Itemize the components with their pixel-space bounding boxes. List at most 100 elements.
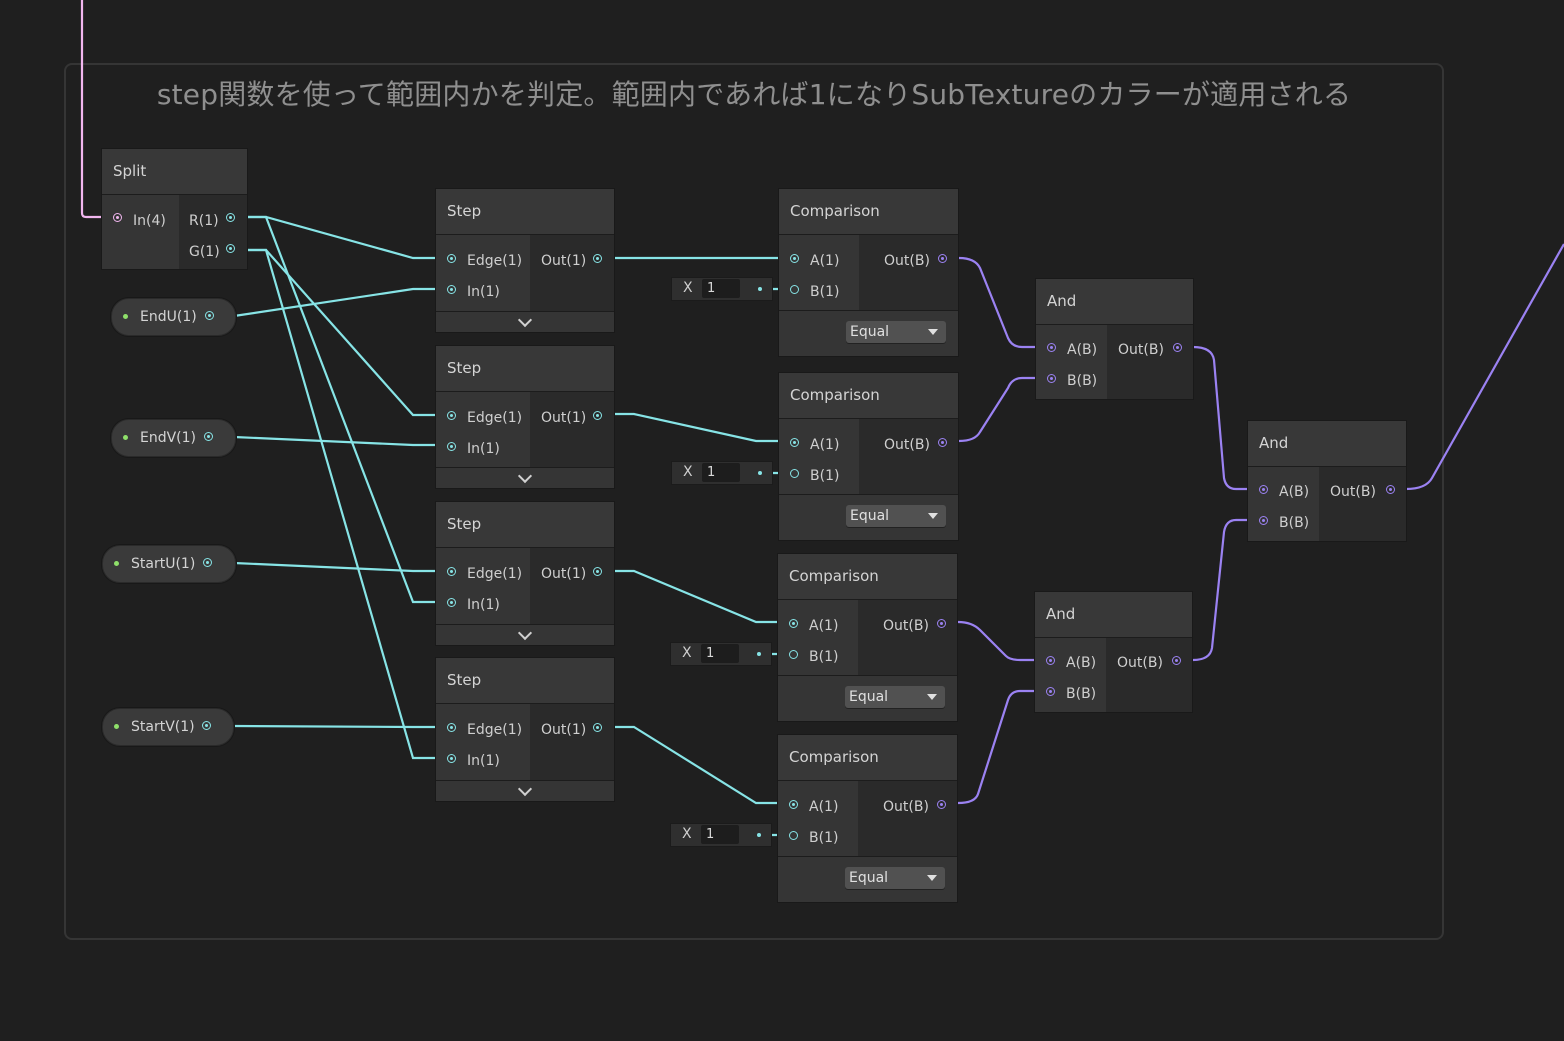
and-node[interactable]: And A(B) B(B) Out(B) [1248, 421, 1406, 541]
mode-dropdown[interactable]: Equal [846, 505, 946, 527]
step-node[interactable]: Step Edge(1) In(1) Out(1) [436, 658, 614, 801]
out-port-icon[interactable] [938, 254, 947, 263]
step-node[interactable]: Step Edge(1) In(1) Out(1) [436, 502, 614, 645]
group-title[interactable]: step関数を使って範囲内かを判定。範囲内であれば1になりSubTextureの… [156, 78, 1352, 111]
a-port-icon[interactable] [1259, 485, 1268, 494]
expand-toggle[interactable] [436, 311, 614, 332]
a-port-icon[interactable] [789, 800, 798, 809]
edge-port-icon[interactable] [447, 411, 456, 420]
comparison-outputs: Out(B) [858, 600, 957, 676]
property-startu-label: StartU(1) [131, 556, 196, 572]
in4-port-icon[interactable] [113, 213, 122, 222]
startu-port-icon[interactable] [203, 558, 212, 567]
link-dot-icon [757, 833, 761, 837]
property-endv[interactable]: EndV(1) [111, 419, 236, 457]
in-port-icon[interactable] [447, 598, 456, 607]
dropdown-arrow-icon[interactable] [928, 513, 938, 519]
out-port-icon[interactable] [1172, 656, 1181, 665]
b-port-icon[interactable] [1259, 516, 1268, 525]
value-input[interactable]: 1 [701, 825, 739, 844]
out-port-icon[interactable] [593, 254, 602, 263]
out-label: Out(B) [1117, 655, 1163, 671]
node-group[interactable]: step関数を使って範囲内かを判定。範囲内であれば1になりSubTextureの… [64, 63, 1444, 940]
dropdown-arrow-icon[interactable] [927, 694, 937, 700]
comparison-node[interactable]: Comparison A(1) B(1) Out(B) Equal [779, 373, 958, 540]
property-startu[interactable]: StartU(1) [102, 545, 236, 583]
out-label: Out(1) [541, 253, 587, 269]
property-startv[interactable]: StartV(1) [102, 708, 234, 746]
r-port-icon[interactable] [226, 213, 235, 222]
out-port-icon[interactable] [937, 619, 946, 628]
a-port-icon[interactable] [1047, 343, 1056, 352]
b-port-icon[interactable] [1047, 374, 1056, 383]
mode-dropdown[interactable]: Equal [845, 867, 945, 889]
endu-port-icon[interactable] [205, 311, 214, 320]
value-input[interactable]: 1 [702, 279, 740, 298]
expand-toggle[interactable] [436, 624, 614, 645]
in-port-icon[interactable] [447, 754, 456, 763]
b-port-icon[interactable] [790, 469, 799, 478]
and-title: And [1035, 592, 1192, 638]
chevron-down-icon[interactable] [517, 312, 533, 328]
property-dot-icon [123, 314, 128, 319]
edge-label: Edge(1) [467, 722, 523, 738]
comparison-node[interactable]: Comparison A(1) B(1) Out(B) Equal [778, 554, 957, 721]
dropdown-row: Equal [779, 310, 958, 356]
out-port-icon[interactable] [593, 411, 602, 420]
and-outputs: Out(B) [1107, 325, 1193, 399]
comparison-node[interactable]: Comparison A(1) B(1) Out(B) Equal [778, 735, 957, 902]
step-outputs: Out(1) [530, 704, 614, 781]
chevron-down-icon[interactable] [517, 781, 533, 797]
value-input[interactable]: 1 [701, 644, 739, 663]
a-port-icon[interactable] [790, 438, 799, 447]
expand-toggle[interactable] [436, 780, 614, 801]
out-port-icon[interactable] [593, 567, 602, 576]
b-port-icon[interactable] [1046, 687, 1055, 696]
comparison-node[interactable]: Comparison A(1) B(1) Out(B) Equal [779, 189, 958, 356]
b-port-icon[interactable] [790, 285, 799, 294]
split-node[interactable]: Split In(4) R(1) G(1) [102, 149, 247, 269]
split-g-label: G(1) [189, 244, 220, 260]
dropdown-arrow-icon[interactable] [927, 875, 937, 881]
and-node[interactable]: And A(B) B(B) Out(B) [1035, 592, 1192, 712]
property-endu-label: EndU(1) [140, 309, 197, 325]
step-title: Step [436, 346, 614, 392]
expand-toggle[interactable] [436, 467, 614, 488]
out-port-icon[interactable] [1386, 485, 1395, 494]
a-port-icon[interactable] [1046, 656, 1055, 665]
step-node[interactable]: Step Edge(1) In(1) Out(1) [436, 346, 614, 488]
out-port-icon[interactable] [593, 723, 602, 732]
edge-port-icon[interactable] [447, 254, 456, 263]
out-port-icon[interactable] [937, 800, 946, 809]
step-node[interactable]: Step Edge(1) In(1) Out(1) [436, 189, 614, 332]
startv-port-icon[interactable] [202, 721, 211, 730]
b-label: B(1) [810, 468, 840, 484]
g-port-icon[interactable] [226, 244, 235, 253]
in-port-icon[interactable] [447, 285, 456, 294]
b-label: B(B) [1279, 515, 1310, 531]
value-input[interactable]: 1 [702, 463, 740, 482]
edge-port-icon[interactable] [447, 723, 456, 732]
mode-dropdown[interactable]: Equal [846, 321, 946, 343]
chevron-down-icon[interactable] [517, 468, 533, 484]
edge-port-icon[interactable] [447, 567, 456, 576]
and-node[interactable]: And A(B) B(B) Out(B) [1036, 279, 1193, 399]
b-port-icon[interactable] [789, 831, 798, 840]
a-port-icon[interactable] [789, 619, 798, 628]
inline-value-field[interactable]: X 1 [672, 278, 772, 300]
b-label: B(B) [1067, 373, 1098, 389]
dropdown-arrow-icon[interactable] [928, 329, 938, 335]
inline-value-field[interactable]: X 1 [672, 462, 772, 484]
mode-dropdown[interactable]: Equal [845, 686, 945, 708]
endv-port-icon[interactable] [204, 432, 213, 441]
inline-value-field[interactable]: X 1 [671, 824, 771, 846]
a-port-icon[interactable] [790, 254, 799, 263]
and-inputs: A(B) B(B) [1248, 467, 1319, 541]
out-port-icon[interactable] [1173, 343, 1182, 352]
in-port-icon[interactable] [447, 442, 456, 451]
b-port-icon[interactable] [789, 650, 798, 659]
out-port-icon[interactable] [938, 438, 947, 447]
property-endu[interactable]: EndU(1) [111, 298, 236, 336]
inline-value-field[interactable]: X 1 [671, 643, 771, 665]
chevron-down-icon[interactable] [517, 625, 533, 641]
